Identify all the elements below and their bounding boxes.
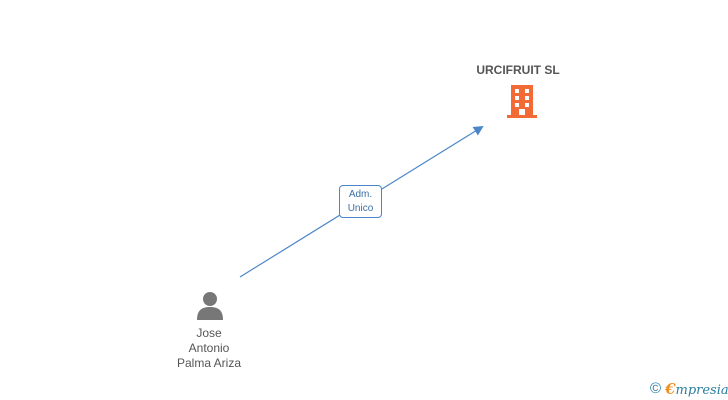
brand-watermark: © €mpresia <box>650 379 728 399</box>
person-name-line-1: Jose <box>196 326 222 340</box>
role-line-1: Adm. <box>348 189 373 200</box>
building-icon[interactable] <box>505 84 539 120</box>
person-name[interactable]: Jose Antonio Palma Ariza <box>158 326 260 371</box>
role-label[interactable]: Adm. Unico <box>339 185 382 218</box>
role-line-2: Unico <box>347 203 374 214</box>
brand-rest: mpresia <box>675 383 728 398</box>
company-name[interactable]: URCIFRUIT SL <box>476 63 560 77</box>
copyright-icon: © <box>650 380 662 397</box>
brand-initial: € <box>665 380 676 398</box>
person-name-line-2: Antonio <box>188 341 230 355</box>
brand-logo: €mpresia <box>665 380 728 398</box>
person-icon[interactable] <box>196 291 224 321</box>
person-name-line-3: Palma Ariza <box>176 356 242 370</box>
